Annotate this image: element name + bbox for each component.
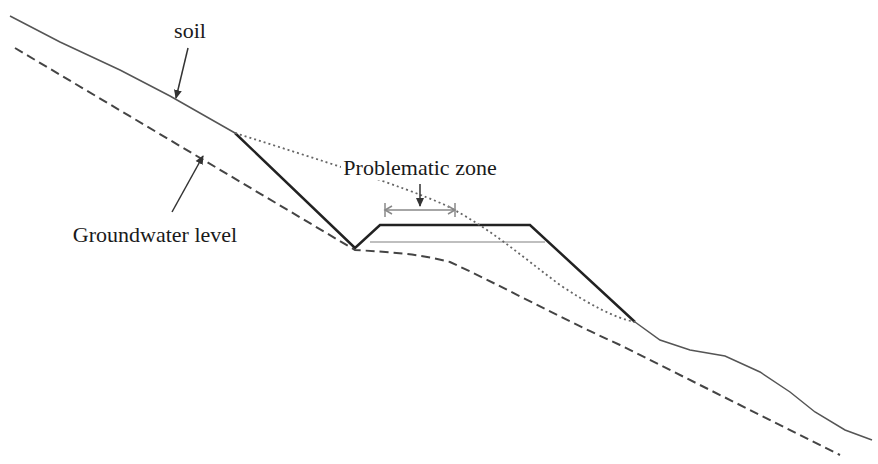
groundwater-line <box>15 48 840 455</box>
leader-arrow <box>176 48 188 98</box>
annotation-label: Problematic zone <box>341 155 498 180</box>
leader-arrow <box>172 156 203 212</box>
ground-surface <box>635 322 872 440</box>
layer-line <box>370 241 545 243</box>
original-ground <box>235 133 635 322</box>
earthwork-profile <box>235 133 635 322</box>
ground-surface <box>10 16 235 133</box>
annotation-label: soil <box>172 18 208 43</box>
annotation-label: Groundwater level <box>71 222 239 247</box>
leader-arrow <box>419 184 421 206</box>
